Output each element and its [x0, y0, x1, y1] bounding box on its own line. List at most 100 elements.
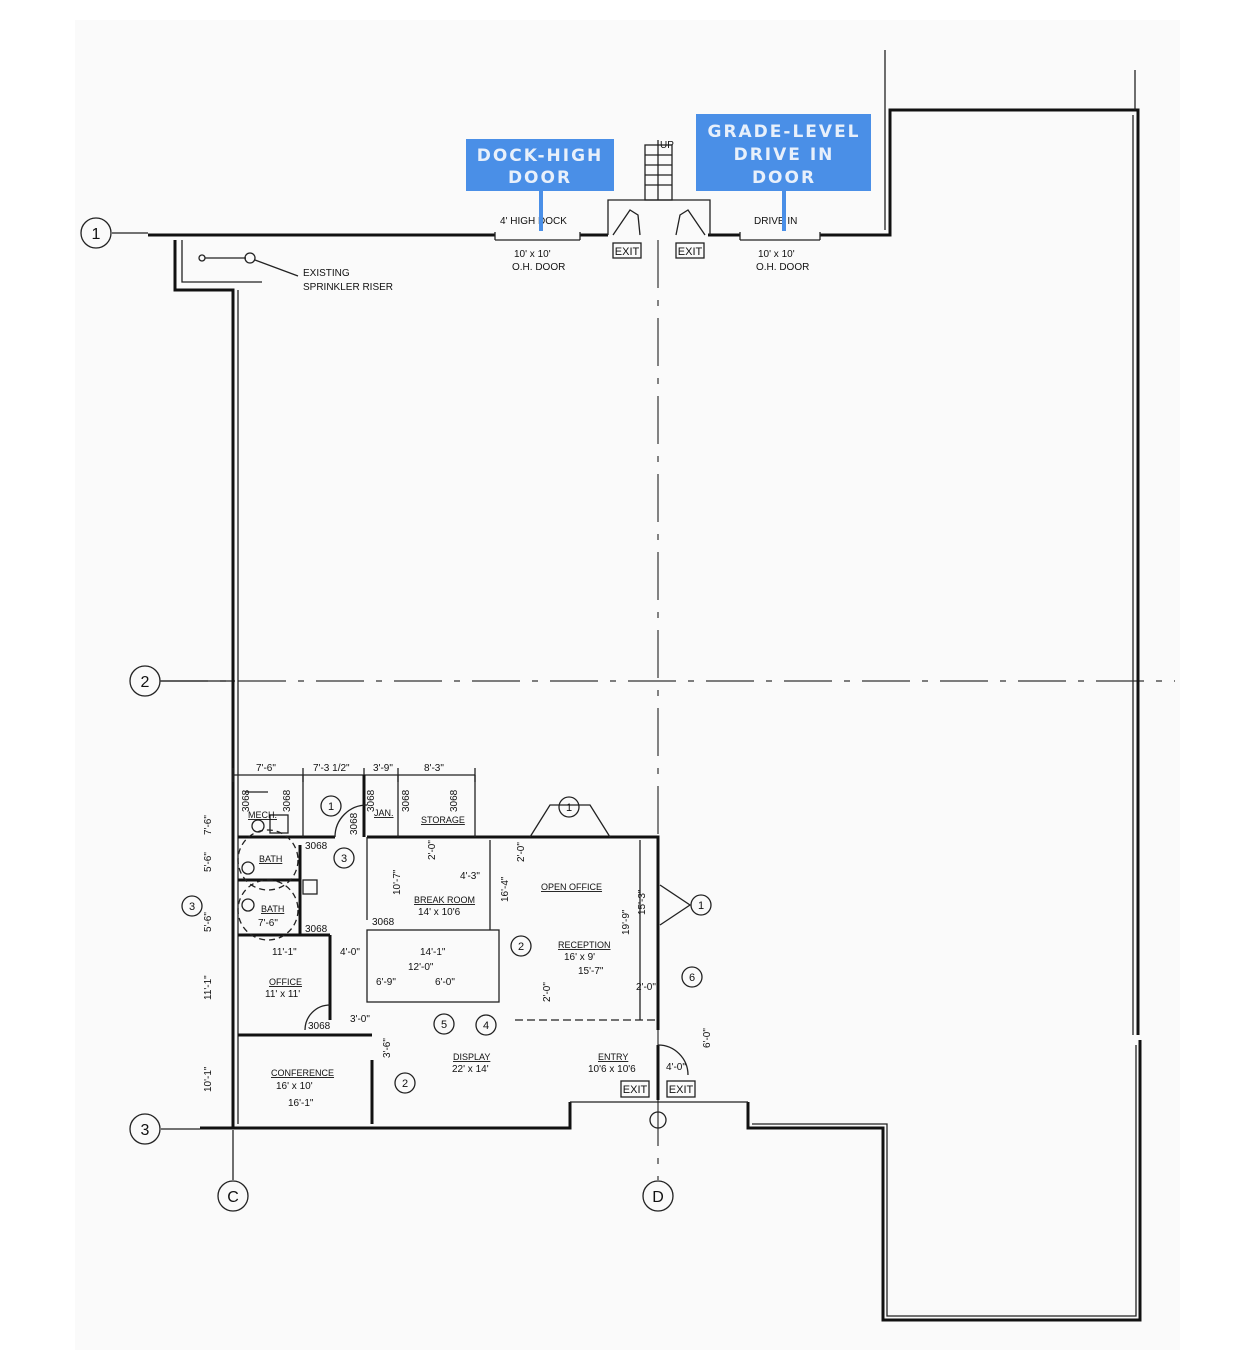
exit-sign-right: EXIT	[675, 242, 705, 259]
svg-text:2: 2	[402, 1078, 408, 1090]
svg-text:4'-0": 4'-0"	[340, 947, 360, 958]
svg-text:6'-9": 6'-9"	[376, 977, 396, 988]
grid-bubble-1: 1	[80, 217, 112, 249]
svg-text:5'-6": 5'-6"	[203, 852, 214, 872]
svg-text:14'-1": 14'-1"	[420, 947, 446, 958]
svg-text:6'-0": 6'-0"	[702, 1028, 713, 1048]
svg-text:2'-0": 2'-0"	[542, 982, 553, 1002]
svg-text:10'-7": 10'-7"	[392, 869, 403, 895]
dimension-labels: 7'-6" 7'-3 1/2" 3'-9" 8'-3" 7'-6" 5'-6" …	[203, 763, 713, 1109]
svg-text:3'-6": 3'-6"	[382, 1038, 393, 1058]
svg-text:4: 4	[483, 1020, 489, 1032]
keynote-4: 4	[475, 1014, 497, 1036]
room-office-size: 11' x 11'	[265, 989, 300, 1000]
room-display-size: 22' x 14'	[452, 1064, 489, 1075]
svg-text:3068: 3068	[305, 924, 328, 935]
room-break-room: BREAK ROOM	[414, 895, 475, 905]
svg-text:3: 3	[189, 901, 195, 913]
svg-text:15'-3": 15'-3"	[637, 889, 648, 915]
svg-text:5'-6": 5'-6"	[203, 912, 214, 932]
room-reception-size: 16' x 9'	[564, 952, 595, 963]
room-jan: JAN.	[374, 808, 394, 818]
room-entry: ENTRY	[598, 1052, 628, 1062]
svg-text:1: 1	[328, 801, 334, 813]
keynote-1-mech: 1	[320, 795, 342, 817]
svg-text:D: D	[652, 1189, 664, 1206]
keynote-2-conference: 2	[394, 1072, 416, 1094]
svg-text:7'-6": 7'-6"	[258, 918, 278, 929]
drive-door-type: O.H. DOOR	[756, 262, 809, 273]
stair-vestibule	[607, 140, 711, 236]
svg-text:5: 5	[441, 1019, 447, 1031]
dock-door-type: O.H. DOOR	[512, 262, 565, 273]
svg-text:EXIT: EXIT	[678, 246, 703, 258]
grid-bubble-2: 2	[129, 665, 161, 697]
svg-text:3068: 3068	[282, 789, 293, 812]
room-mech: MECH.	[248, 810, 277, 820]
svg-text:1: 1	[92, 226, 101, 243]
svg-text:2'-0": 2'-0"	[516, 842, 527, 862]
svg-text:1: 1	[698, 900, 704, 912]
room-open-office: OPEN OFFICE	[541, 882, 602, 892]
svg-text:16'-4": 16'-4"	[500, 876, 511, 902]
svg-text:7'-3 1/2": 7'-3 1/2"	[313, 763, 350, 774]
svg-text:3068: 3068	[401, 789, 412, 812]
sprinkler-label-1: EXISTING	[303, 268, 350, 279]
svg-text:6: 6	[689, 972, 695, 984]
svg-text:11'-1": 11'-1"	[272, 947, 297, 958]
svg-text:4'-3": 4'-3"	[460, 871, 480, 882]
keynote-2-break: 2	[510, 935, 532, 957]
svg-text:2'-0": 2'-0"	[427, 840, 438, 860]
sheet-background	[75, 20, 1180, 1350]
dock-door-size: 10' x 10'	[514, 249, 551, 260]
svg-text:3: 3	[141, 1122, 150, 1139]
door-tags: 3068 3068 3068 3068 3068 3068 3068 3068 …	[241, 789, 460, 1032]
keynote-5: 5	[433, 1013, 455, 1035]
svg-text:3068: 3068	[241, 789, 252, 812]
grid-bubble-3: 3	[129, 1113, 161, 1145]
keynote-3-left: 3	[181, 895, 203, 917]
room-display: DISPLAY	[453, 1052, 490, 1062]
svg-text:3'-0": 3'-0"	[350, 1014, 370, 1025]
room-entry-size: 10'6 x 10'6	[588, 1064, 636, 1075]
room-conference-size: 16' x 10'	[276, 1081, 313, 1092]
svg-text:15'-7": 15'-7"	[578, 966, 604, 977]
dock-high-door-callout: DOCK-HIGH DOOR	[466, 139, 614, 231]
svg-text:10'-1": 10'-1"	[203, 1066, 214, 1092]
svg-text:2: 2	[141, 674, 150, 691]
svg-text:1: 1	[566, 802, 572, 814]
svg-text:3068: 3068	[305, 841, 328, 852]
room-office: OFFICE	[269, 977, 302, 987]
keynote-3-bath: 3	[333, 847, 355, 869]
svg-text:3068: 3068	[372, 917, 395, 928]
svg-text:3068: 3068	[349, 812, 360, 835]
keynote-1-open-office: 1	[558, 796, 580, 818]
svg-text:DOOR: DOOR	[752, 168, 816, 188]
svg-text:DOOR: DOOR	[508, 168, 572, 188]
room-reception: RECEPTION	[558, 940, 611, 950]
keynote-tags: 1 1 1 2 2 3 3 4 5 6	[181, 795, 712, 1094]
svg-text:3068: 3068	[366, 789, 377, 812]
svg-text:16'-1": 16'-1"	[288, 1098, 314, 1109]
svg-text:EXIT: EXIT	[669, 1084, 694, 1096]
grade-level-door-callout: GRADE-LEVEL DRIVE IN DOOR	[696, 114, 871, 231]
dock-label: 4' HIGH DOCK	[500, 216, 567, 227]
grid-bubble-d: D	[642, 1180, 674, 1212]
svg-text:EXIT: EXIT	[623, 1084, 648, 1096]
svg-text:3068: 3068	[449, 789, 460, 812]
svg-text:EXIT: EXIT	[615, 246, 640, 258]
svg-text:19'-9": 19'-9"	[621, 909, 632, 935]
sprinkler-riser-icon	[198, 252, 299, 277]
svg-text:3: 3	[341, 853, 347, 865]
svg-text:6'-0": 6'-0"	[435, 977, 455, 988]
svg-text:3068: 3068	[308, 1021, 331, 1032]
svg-text:3'-9": 3'-9"	[373, 763, 393, 774]
room-bath-1: BATH	[259, 854, 282, 864]
keynote-6: 6	[681, 966, 703, 988]
room-conference: CONFERENCE	[271, 1068, 334, 1078]
drive-door-size: 10' x 10'	[758, 249, 795, 260]
stair-up-label: UP	[660, 140, 674, 151]
building-walls	[148, 50, 1142, 1322]
entry-exit-sign-right: EXIT	[666, 1080, 696, 1098]
